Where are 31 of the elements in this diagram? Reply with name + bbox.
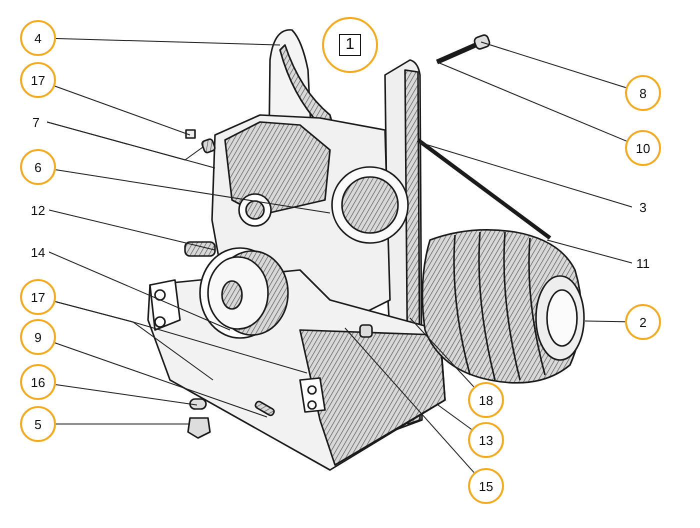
leader-line (55, 169, 330, 214)
leader-line (410, 318, 474, 388)
leader-line (48, 252, 230, 330)
callout-number: 17 (20, 62, 56, 98)
leader-line (55, 384, 198, 406)
leader-line (438, 404, 472, 430)
leader-line (344, 328, 474, 474)
callout-number: 15 (468, 468, 504, 504)
callout-number: 13 (468, 422, 504, 458)
leader-line (480, 42, 626, 88)
leader-line (46, 122, 204, 161)
callout-number: 8 (625, 75, 661, 111)
leader-line (54, 301, 308, 374)
leader-line (48, 210, 216, 250)
leader-line (56, 38, 280, 46)
callout-number: 2 (625, 304, 661, 340)
callout-number: 17 (20, 279, 56, 315)
callout-number: 10 (625, 130, 661, 166)
leader-line (54, 86, 190, 136)
leader-line (418, 142, 632, 208)
callout-number: 18 (468, 382, 504, 418)
callout-number: 16 (20, 364, 56, 400)
callout-number: 4 (20, 20, 56, 56)
callout-number: 9 (20, 319, 56, 355)
callout-number: 5 (20, 406, 56, 442)
leader-line (584, 320, 626, 322)
leader-line (436, 62, 627, 142)
leader-line (546, 240, 632, 264)
leader-line (54, 342, 268, 418)
figure-number: 1 (338, 34, 362, 56)
callout-number: 6 (20, 149, 56, 185)
